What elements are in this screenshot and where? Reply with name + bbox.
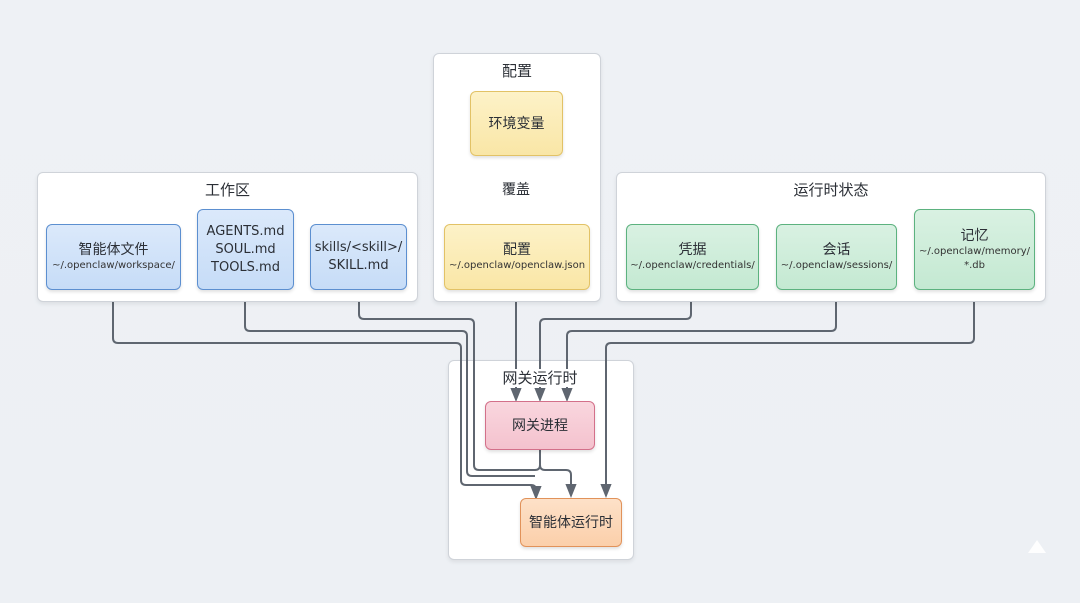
edge-memory-to-agent [600,290,975,498]
credentials-title: 凭据 [678,242,707,258]
agent-files-path: ~/.openclaw/workspace/ [52,260,175,271]
watermark-icon [1028,540,1046,553]
gateway-process-title: 网关进程 [512,417,568,434]
sessions-node[interactable]: 会话 ~/.openclaw/sessions/ [776,224,897,290]
edge-sessions-to-gateway [561,290,837,402]
skills-path-line1: skills/<skill>/ [314,240,403,255]
config-file-path: ~/.openclaw/openclaw.json [448,260,586,271]
md-file-soul: SOUL.md [215,241,276,257]
md-file-tools: TOOLS.md [211,259,280,275]
credentials-path: ~/.openclaw/credentials/ [630,260,755,271]
agent-files-node[interactable]: 智能体文件 ~/.openclaw/workspace/ [46,224,181,290]
override-edge-label: 覆盖 [500,179,532,199]
workspace-panel-title: 工作区 [204,181,250,199]
agent-runtime-title: 智能体运行时 [529,514,613,531]
skills-node[interactable]: skills/<skill>/ SKILL.md [310,224,407,290]
sessions-title: 会话 [822,242,851,258]
env-vars-node[interactable]: 环境变量 [470,91,563,156]
gateway-runtime-panel-title: 网关运行时 [448,367,632,388]
runtime-state-panel-title: 运行时状态 [793,181,869,199]
md-files-node[interactable]: AGENTS.md SOUL.md TOOLS.md [197,209,294,290]
memory-title: 记忆 [960,227,989,244]
config-file-node[interactable]: 配置 ~/.openclaw/openclaw.json [444,224,590,290]
env-vars-title: 环境变量 [488,115,545,132]
skills-path-line2: SKILL.md [328,258,389,273]
memory-path-line2: *.db [964,259,985,271]
md-file-agents: AGENTS.md [206,223,285,239]
edge-credentials-to-gateway [534,290,692,402]
credentials-node[interactable]: 凭据 ~/.openclaw/credentials/ [626,224,759,290]
edge-gateway-out [539,450,577,498]
gateway-process-node[interactable]: 网关进程 [485,401,595,450]
agent-runtime-node[interactable]: 智能体运行时 [520,498,622,547]
sessions-path: ~/.openclaw/sessions/ [780,260,893,271]
config-panel-title: 配置 [501,62,532,80]
agent-files-title: 智能体文件 [78,242,149,258]
memory-path-line1: ~/.openclaw/memory/ [919,245,1030,257]
config-file-title: 配置 [503,242,531,258]
memory-node[interactable]: 记忆 ~/.openclaw/memory/ *.db [914,209,1035,290]
edge-mdfiles-in [466,360,535,477]
gateway-runtime-title-text: 网关运行时 [500,369,580,387]
